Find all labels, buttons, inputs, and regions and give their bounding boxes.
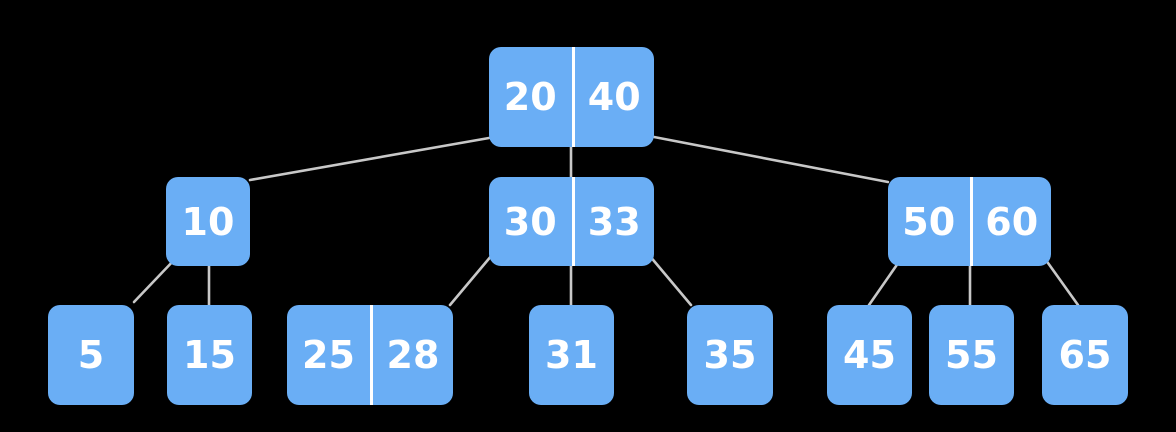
node-key-cell: 40	[571, 47, 655, 147]
tree-node-n5060[interactable]: 50 60	[888, 177, 1051, 266]
node-key-cell: 33	[571, 177, 655, 266]
node-key-cell: 60	[969, 177, 1052, 266]
node-key-cell: 25	[302, 333, 355, 377]
tree-node-l2528[interactable]: 25 28	[287, 305, 453, 405]
tree-edge-n5060-to-l65	[1041, 254, 1080, 307]
tree-edge-n3033-to-l2528	[448, 253, 494, 307]
tree-edge-root-to-n10	[248, 136, 491, 182]
tree-edge-n3033-to-l35	[647, 253, 693, 307]
node-key-cell: 28	[370, 305, 453, 405]
tree-edge-n10-to-l5	[132, 256, 178, 304]
node-key-cell: 5	[77, 333, 105, 377]
node-key-cell: 55	[945, 333, 998, 377]
node-key-cell: 31	[545, 333, 598, 377]
node-key-cell: 15	[183, 333, 236, 377]
node-key-cell: 35	[703, 333, 757, 377]
node-key-cell: 50	[902, 199, 956, 244]
tree-node-l65[interactable]: 65	[1042, 305, 1128, 405]
tree-node-l45[interactable]: 45	[827, 305, 912, 405]
node-key-cell: 65	[1058, 333, 1112, 377]
tree-node-l31[interactable]: 31	[529, 305, 614, 405]
tree-node-n10[interactable]: 10	[166, 177, 250, 266]
tree-node-l55[interactable]: 55	[929, 305, 1014, 405]
tree-node-l15[interactable]: 15	[167, 305, 252, 405]
tree-node-l5[interactable]: 5	[48, 305, 134, 405]
tree-node-l35[interactable]: 35	[687, 305, 773, 405]
node-key-cell: 20	[503, 75, 557, 119]
tree-node-n3033[interactable]: 30 33	[489, 177, 654, 266]
node-key-cell: 30	[503, 199, 557, 244]
node-key-cell: 45	[843, 333, 896, 377]
node-key-cell: 10	[181, 199, 235, 244]
tree-edge-root-to-n5060	[652, 135, 890, 184]
